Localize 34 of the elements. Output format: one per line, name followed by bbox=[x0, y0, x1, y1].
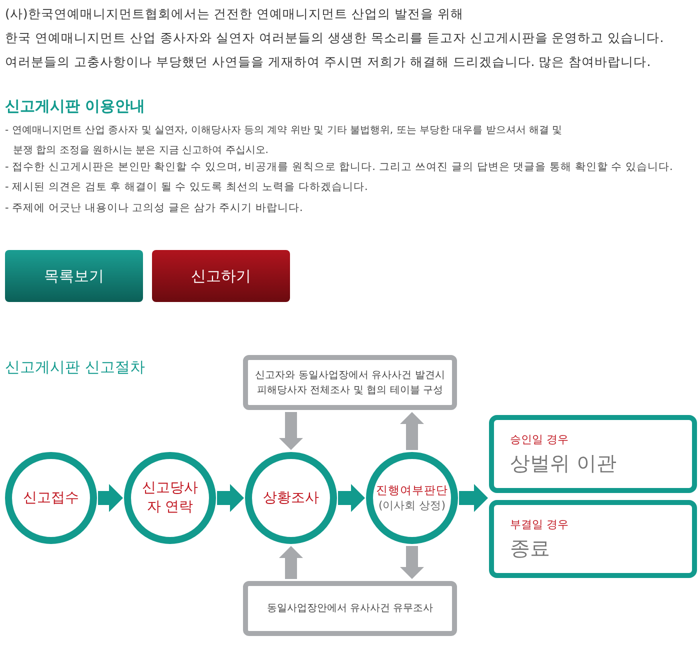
report-button: 신고하기 bbox=[152, 250, 290, 302]
intro-text: 여러분들의 고충사항이나 부당했던 사연들을 게재하여 주시면 저희가 해결해 드리겠습니다. 많은 참여바랍니다. bbox=[5, 54, 651, 71]
section-heading: 신고게시판 신고절차 bbox=[5, 358, 145, 377]
result-label: 종료 bbox=[510, 534, 551, 562]
note-box bbox=[243, 355, 457, 410]
guide-item: - 주제에 어긋난 내용이나 고의성 글은 삼가 주시기 바랍니다. bbox=[5, 201, 303, 215]
intro-text: (사)한국연예매니지먼트협회에서는 건전한 연예매니지먼트 산업의 발전을 위해 bbox=[5, 6, 464, 23]
section-heading: 신고게시판 이용안내 bbox=[5, 97, 146, 116]
condition-label: 승인일 경우 bbox=[510, 432, 570, 446]
arrow bbox=[217, 484, 244, 512]
arrow bbox=[400, 546, 424, 579]
intro-text: 한국 연예매니지먼트 산업 종사자와 실연자 여러분들의 생생한 목소리를 듣고자 신고게시판을 운영하고 있습니다. bbox=[5, 30, 664, 47]
result-label: 상벌위 이관 bbox=[510, 450, 618, 476]
guide-item: - 제시된 의견은 검토 후 해결이 될 수 있도록 최선의 노력을 다하겠습니다. bbox=[5, 180, 368, 194]
arrow bbox=[279, 412, 303, 450]
note-box bbox=[243, 581, 457, 636]
arrow bbox=[400, 412, 424, 450]
result-box bbox=[489, 415, 697, 493]
result-box bbox=[489, 500, 697, 578]
list-button: 목록보기 bbox=[5, 250, 143, 302]
guide-item: - 연예매니지먼트 산업 종사자 및 실연자, 이해당사자 등의 계약 위반 및 기타 불법행위, 또는 부당한 대우를 받으셔서 해결 및 분쟁 합의 조정을 원하시는 분은 지금 신고하여 주십시오. bbox=[5, 124, 564, 158]
arrow bbox=[459, 484, 488, 512]
process-note: (이사회 상정) bbox=[378, 498, 446, 513]
arrow bbox=[98, 484, 123, 512]
arrow bbox=[279, 546, 303, 579]
process-label: 상황조사 bbox=[262, 488, 320, 508]
process-label: 신고접수 bbox=[22, 488, 80, 508]
process-label: 진행여부판단 bbox=[376, 483, 448, 498]
note-text: 동일사업장안에서 유사사건 유무조사 bbox=[266, 602, 434, 616]
arrow bbox=[338, 484, 365, 512]
process-label: 신고당사자 연락 bbox=[141, 479, 199, 517]
condition-label: 부결일 경우 bbox=[510, 516, 570, 532]
note-text: 신고자와 동일사업장에서 유사사건 발견시 피해당사자 전체조사 및 협의 테이블 구성 bbox=[254, 368, 446, 398]
guide-item: - 접수한 신고게시판은 본인만 확인할 수 있으며, 비공개를 원칙으로 합니다. 그리고 쓰여진 글의 답변은 댓글을 통해 확인할 수 있습니다. bbox=[5, 160, 673, 174]
